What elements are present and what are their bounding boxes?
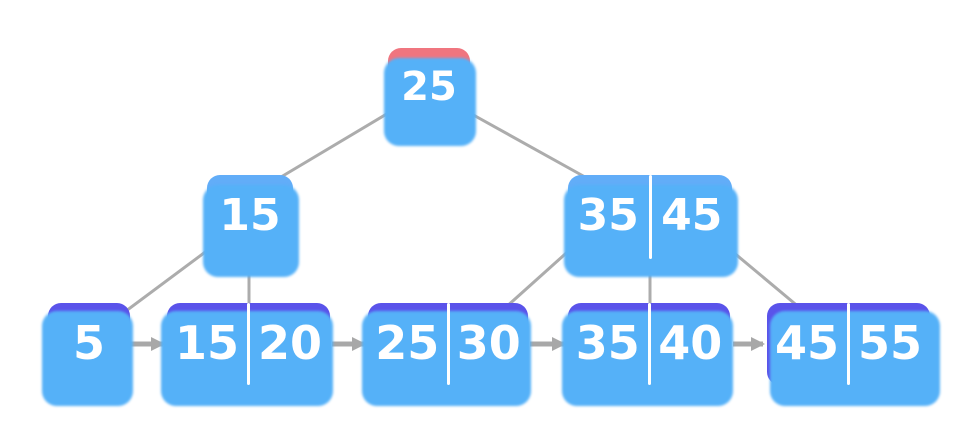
- node-key: 20: [257, 316, 322, 370]
- edge-internal-right-to-leaf-3: [503, 245, 575, 310]
- node-key: 45: [661, 190, 723, 241]
- node-key: 35: [575, 316, 640, 370]
- node-key: 30: [456, 316, 521, 370]
- key-divider: [847, 303, 850, 385]
- key-divider: [247, 303, 250, 385]
- edge-internal-right-to-leaf-5: [725, 245, 802, 310]
- node-key: 40: [658, 316, 723, 370]
- key-divider: [446, 303, 450, 385]
- tree-node-internal-right: 35 45: [568, 175, 732, 259]
- node-key: 5: [72, 316, 105, 370]
- key-divider: [648, 175, 652, 259]
- edge-root-to-internal-right: [466, 110, 587, 179]
- edge-internal-left-to-leaf-1: [124, 245, 214, 313]
- node-key: 55: [857, 316, 922, 370]
- node-key: 15: [219, 190, 281, 241]
- key-divider: [647, 303, 651, 385]
- node-key: 45: [774, 316, 839, 370]
- tree-node-leaf-3: 25 30: [368, 303, 528, 385]
- tree-node-leaf-1: 5: [48, 303, 130, 385]
- tree-node-leaf-4: 35 40: [568, 303, 730, 385]
- tree-node-root: 25: [388, 48, 470, 128]
- tree-node-internal-left: 15: [207, 175, 293, 259]
- node-key: 25: [375, 316, 440, 370]
- node-key: 35: [577, 190, 639, 241]
- tree-node-leaf-5: 45 55: [767, 303, 930, 385]
- node-key: 25: [401, 64, 457, 110]
- node-key: 15: [174, 316, 239, 370]
- tree-node-leaf-2: 15 20: [167, 303, 330, 385]
- edge-root-to-internal-left: [279, 110, 392, 179]
